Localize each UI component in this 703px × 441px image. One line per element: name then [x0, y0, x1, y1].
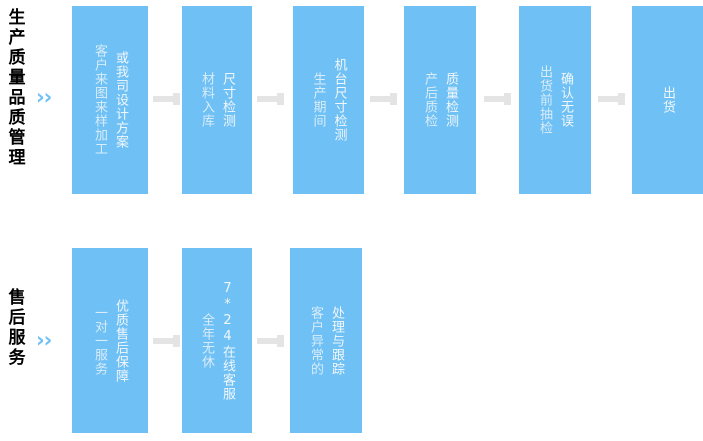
process-box-r1-s3-col-left: 生产期间 — [310, 72, 326, 128]
connector-arrow-r1-4 — [484, 93, 511, 105]
arrowhead-icon — [173, 335, 180, 347]
connector-arrow-r1-1 — [153, 93, 180, 105]
process-box-r2-s2-col-left: 全年无休 — [199, 312, 214, 369]
process-box-r1-s2-col-right: 尺寸检测 — [220, 72, 235, 128]
process-box-r1-s6-col-right: 出货 — [660, 86, 675, 114]
process-box-r2-s1-col-right: 优质售后保障 — [113, 298, 128, 383]
arrowhead-icon — [390, 93, 397, 105]
process-box-r1-s2-col-left: 材料入库 — [199, 72, 214, 128]
connector-arrow-r1-5 — [598, 93, 625, 105]
process-box-r1-s1-col-right: 或我司设计方案 — [113, 51, 128, 149]
connector-arrow-r2-2 — [257, 335, 284, 347]
process-box-r1-s5-col-right: 确认无误 — [558, 72, 573, 128]
process-box-r1-s5-col-left: 出货前抽检 — [537, 65, 552, 135]
connector-arrow-r1-3 — [370, 93, 397, 105]
process-box-r2-s3-col-left: 客户异常的 — [308, 305, 323, 376]
arrowhead-icon — [618, 93, 625, 105]
process-box-r2-s1[interactable]: 优质售后保障 一对一服务 — [72, 248, 148, 433]
arrowhead-icon — [504, 93, 511, 105]
process-box-r2-s2-col-right: 7*24在线客服 — [220, 280, 235, 401]
connector-arrow-r1-2 — [257, 93, 284, 105]
connector-arrow-r2-1 — [153, 335, 180, 347]
arrowhead-icon — [277, 335, 284, 347]
process-box-r2-s2[interactable]: 7*24在线客服 全年无休 — [182, 248, 252, 433]
process-box-r1-s4[interactable]: 质量检测 产后质检 — [404, 6, 476, 194]
process-box-r1-s1-col-left: 客户来图来样加工 — [92, 44, 107, 156]
process-box-r1-s4-col-right: 质量检测 — [443, 72, 458, 128]
process-box-r1-s6[interactable]: 出货 — [632, 6, 703, 194]
arrowhead-icon — [277, 93, 284, 105]
row-label-after-sales-service: 售后服务 — [8, 288, 26, 368]
process-box-r2-s3-col-right: 处理与跟踪 — [329, 305, 344, 376]
chevron-row-2: ›› — [36, 328, 52, 352]
chevron-row-1: ›› — [36, 85, 52, 109]
process-box-r1-s5[interactable]: 确认无误 出货前抽检 — [519, 6, 591, 194]
process-box-r1-s2[interactable]: 尺寸检测 材料入库 — [182, 6, 252, 194]
process-box-r2-s1-col-left: 一对一服务 — [92, 305, 107, 376]
process-box-r1-s4-col-left: 产后质检 — [422, 72, 437, 128]
arrowhead-icon — [173, 93, 180, 105]
process-box-r1-s3[interactable]: 机台尺寸检测 生产期间 — [293, 6, 364, 194]
process-box-r2-s3[interactable]: 处理与跟踪 客户异常的 — [290, 248, 362, 433]
process-box-r1-s3-col-right: 机台尺寸检测 — [331, 58, 347, 142]
process-box-r1-s1[interactable]: 或我司设计方案 客户来图来样加工 — [72, 6, 148, 194]
row-label-production-quality: 生产质量品质管理 — [8, 8, 26, 168]
